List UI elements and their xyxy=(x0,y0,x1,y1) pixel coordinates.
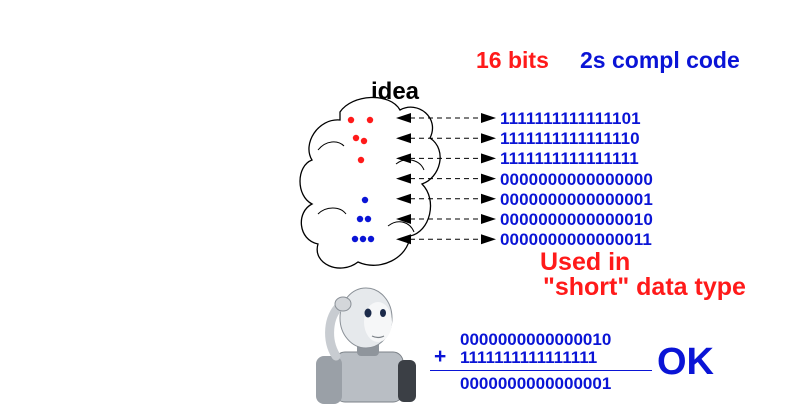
dots-layer xyxy=(347,116,375,243)
value-dot xyxy=(347,116,355,124)
sum-operand2: 1111111111111111 xyxy=(460,348,598,367)
thinking-robot-icon xyxy=(316,287,416,404)
code-line: 1111111111111101 xyxy=(500,109,641,128)
arrow-head xyxy=(396,173,411,184)
value-dot xyxy=(360,137,368,145)
code-line: 1111111111111111 xyxy=(500,149,639,169)
plus-sign: + xyxy=(434,345,447,368)
arrow-head xyxy=(481,214,496,224)
arrow-head xyxy=(481,193,496,204)
code-line: 0000000000000011 xyxy=(500,230,652,250)
code-line: 1111111111111110 xyxy=(500,129,640,149)
arrow-head xyxy=(396,133,411,144)
value-dot xyxy=(351,235,359,243)
value-dot xyxy=(364,215,372,223)
arrow-head xyxy=(481,234,496,245)
value-dot xyxy=(356,215,364,223)
arrow-head xyxy=(481,153,496,164)
code-line: 0000000000000001 xyxy=(500,189,653,209)
value-dot xyxy=(361,196,369,204)
code-line: 0000000000000000 xyxy=(500,169,653,189)
arrow-head xyxy=(396,153,411,164)
arrow-head xyxy=(481,113,496,123)
used-in-line1: Used in xyxy=(540,248,631,276)
title-code: 2s compl code xyxy=(580,47,740,73)
arrow-head xyxy=(481,173,496,184)
value-dot xyxy=(366,116,374,124)
value-dot xyxy=(357,156,365,164)
value-dot xyxy=(367,235,375,243)
ok-verdict: OK xyxy=(657,341,714,383)
value-dot xyxy=(359,235,367,243)
arrow-head xyxy=(481,133,496,144)
sum-rule xyxy=(430,370,652,371)
sum-operand1: 0000000000000010 xyxy=(460,330,612,349)
used-in-line2: "short" data type xyxy=(543,273,746,301)
arrow-head xyxy=(396,234,411,245)
value-dot xyxy=(352,134,360,142)
title-bits: 16 bits xyxy=(476,47,549,73)
arrow-head xyxy=(396,193,411,204)
arrow-head xyxy=(396,214,411,224)
arrow-head xyxy=(396,113,411,123)
arrows-layer xyxy=(396,113,496,245)
sum-result: 0000000000000001 xyxy=(460,374,612,393)
code-line: 0000000000000010 xyxy=(500,210,653,229)
